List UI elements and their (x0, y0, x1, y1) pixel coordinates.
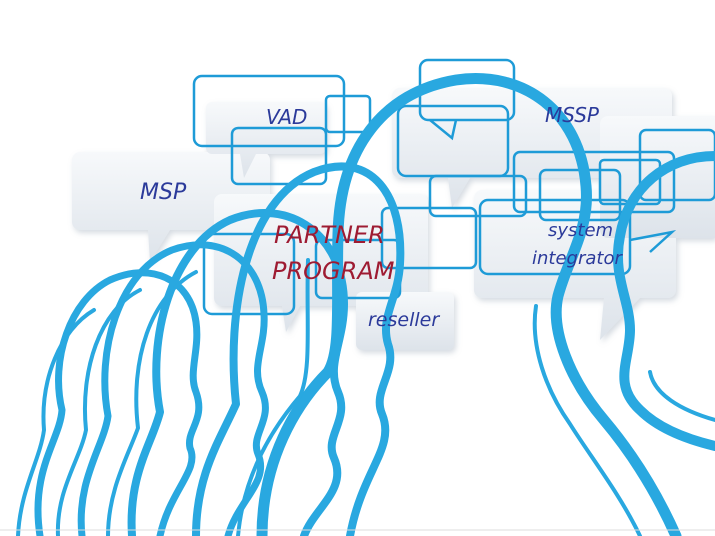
head-outline-main (256, 73, 682, 536)
label-mssp: MSSP (545, 103, 600, 127)
head-outline-right (612, 151, 715, 451)
vad-bubble (206, 102, 326, 178)
head-outline-4 (192, 162, 405, 536)
label-vad: VAD (266, 105, 307, 129)
head-outline-3 (127, 209, 348, 536)
label-program: PROGRAM (272, 257, 395, 285)
msp-bubble (72, 152, 270, 262)
label-system: system (548, 220, 613, 241)
label-partner: PARTNER (274, 221, 385, 249)
outline-bubbles (192, 58, 715, 316)
head-outline-2 (77, 241, 269, 536)
head-silhouettes (16, 73, 715, 536)
label-integrator: integrator (532, 248, 623, 269)
label-msp: MSP (140, 180, 187, 205)
labels: VAD MSSP MSP PARTNER PROGRAM system inte… (140, 103, 623, 331)
label-reseller: reseller (368, 309, 440, 331)
head-outline-1 (34, 269, 203, 536)
reseller-bubble (356, 292, 454, 350)
